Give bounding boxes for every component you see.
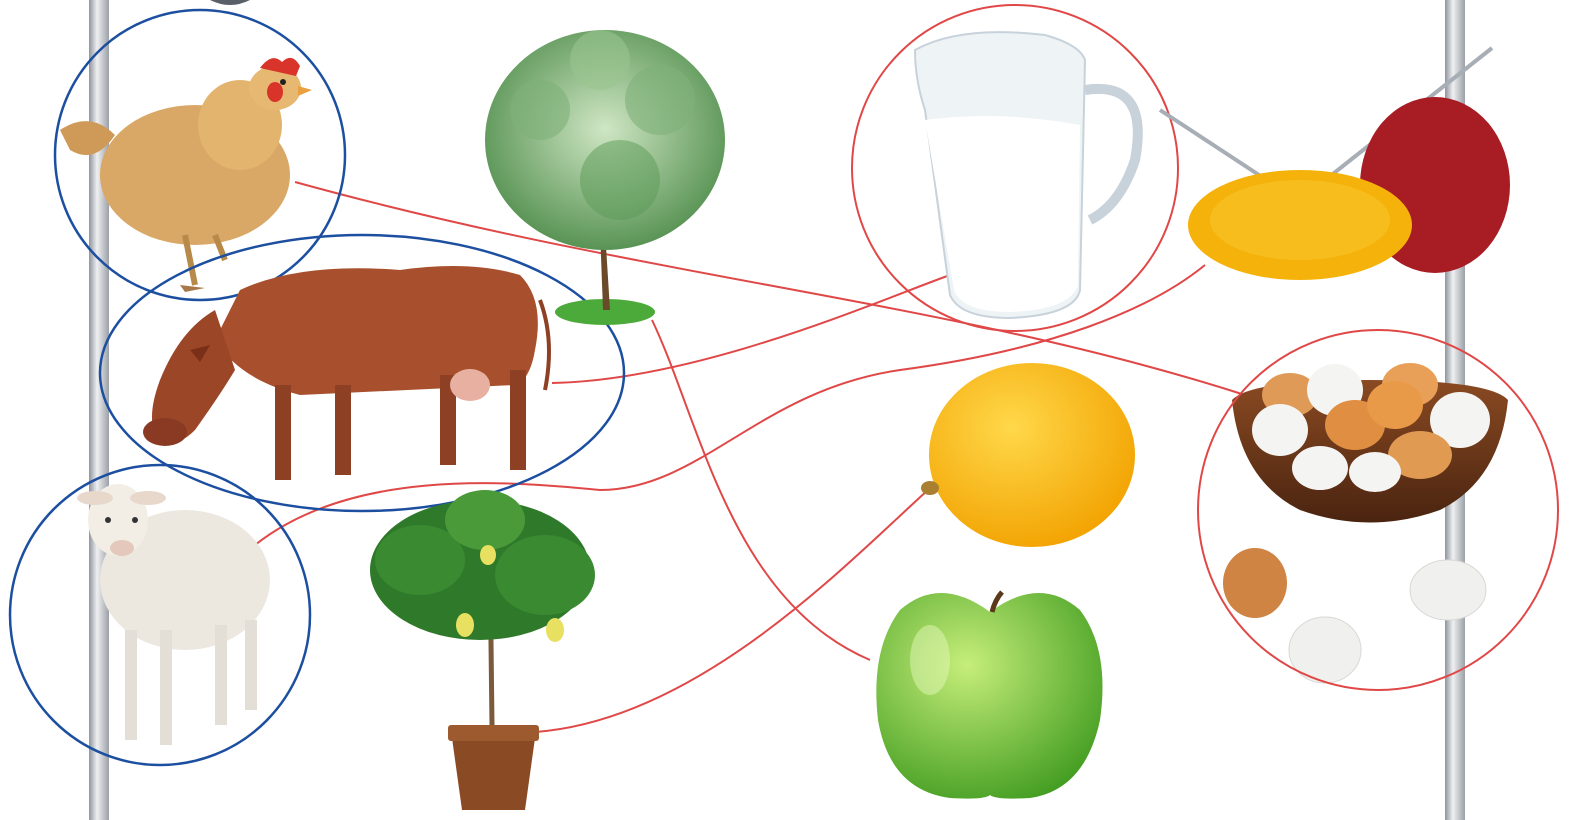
eggs-bowl-icon	[1223, 338, 1508, 683]
sheep[interactable]	[10, 465, 310, 765]
milk-jug-icon	[915, 32, 1138, 318]
lemon-icon	[921, 363, 1135, 547]
green-apple-icon	[876, 592, 1102, 799]
connector-lemontree-lemon	[535, 490, 928, 732]
apple[interactable]	[876, 592, 1102, 799]
cow-icon	[143, 266, 549, 480]
top-left-corner-fragment	[210, 0, 250, 5]
potted-lemon-tree-icon	[370, 490, 595, 810]
connector-tree-apple	[652, 320, 870, 660]
milk[interactable]	[852, 5, 1178, 331]
lemon[interactable]	[921, 363, 1135, 547]
lemon-tree[interactable]	[370, 490, 595, 810]
eggs[interactable]	[1198, 330, 1558, 690]
cow[interactable]	[100, 235, 624, 511]
